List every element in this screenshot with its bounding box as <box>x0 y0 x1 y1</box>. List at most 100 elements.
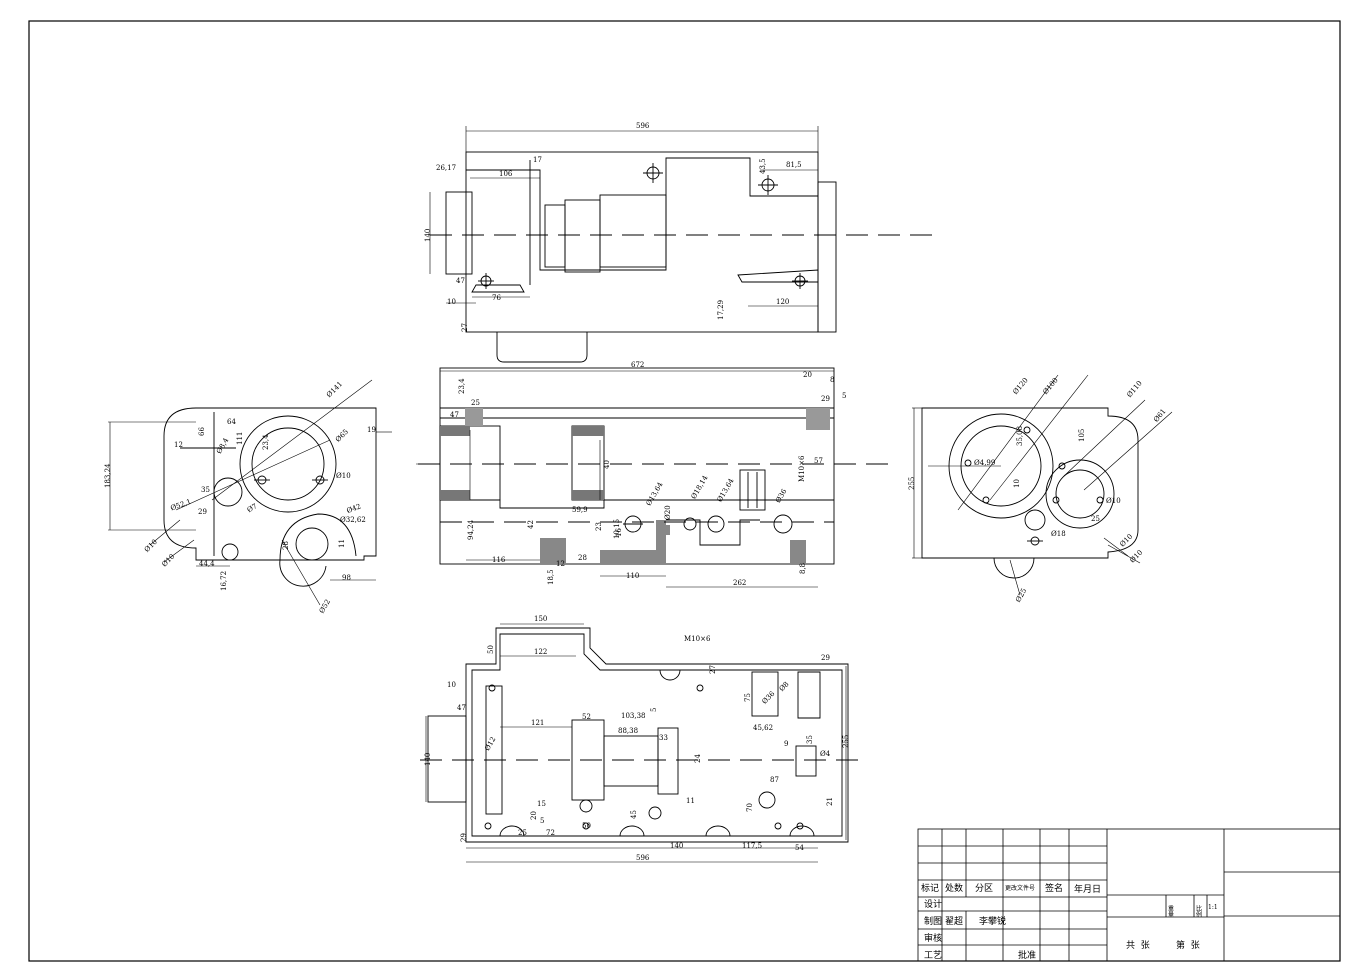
dim-label: 47 <box>450 411 459 419</box>
dim-label: 8,8 <box>799 563 807 574</box>
dim-label: 5 <box>540 817 544 825</box>
dim-label: 10 <box>1013 479 1021 488</box>
dim-label: 150 <box>534 615 547 623</box>
dim-label: Ø36 <box>774 487 789 504</box>
dim-label: 262 <box>733 579 746 587</box>
sheet-number: 第 张 <box>1176 939 1200 951</box>
dim-label: 35 <box>806 735 814 744</box>
dim-label: 23 <box>595 522 603 531</box>
front-view <box>418 367 890 588</box>
dim-label: 117,5 <box>742 842 762 850</box>
dim-label: 5 <box>650 708 658 712</box>
dim-label: Ø141 <box>325 380 344 399</box>
dim-label: 28 <box>282 541 290 550</box>
dim-label: Ø4,99 <box>974 459 995 467</box>
dim-label: 50 <box>582 822 591 830</box>
dim-label: Ø13,64 <box>645 480 665 507</box>
dim-label: 35 <box>201 486 210 494</box>
right-view-dimensions: Ø120 Ø100 Ø110 Ø61 35,08 105 Ø4,99 255 1… <box>908 376 1168 603</box>
dim-label: Ø52,1 <box>169 498 192 513</box>
row-draw-name: 翟超 <box>945 915 963 927</box>
drawing-border <box>28 20 1341 962</box>
dim-label: Ø18 <box>1051 530 1066 538</box>
header-count: 处数 <box>945 882 963 894</box>
dim-label: 42 <box>527 520 535 529</box>
dim-label: 140 <box>424 229 432 242</box>
dim-label: 27 <box>709 665 717 674</box>
dim-label: 10 <box>447 681 456 689</box>
row-draw-name2: 李攀锐 <box>979 915 1006 927</box>
dim-label: 29 <box>821 654 830 662</box>
dim-label: 12 <box>556 560 565 568</box>
dim-label: M10×6 <box>798 455 806 482</box>
dim-label: 50 <box>487 645 495 654</box>
dim-label: 16 <box>615 528 623 537</box>
dim-label: Ø25 <box>1014 587 1028 604</box>
dim-label: Ø10 <box>336 472 351 480</box>
dim-label: 120 <box>776 298 789 306</box>
dim-label: M10×6 <box>684 635 711 643</box>
dim-label: 122 <box>534 648 547 656</box>
header-date: 年月日 <box>1074 883 1101 895</box>
dim-label: 183,24 <box>104 463 112 488</box>
dim-label: Ø18,14 <box>690 474 710 501</box>
dim-label: 672 <box>631 361 644 369</box>
header-mark: 标记 <box>921 882 939 894</box>
dim-label: 12 <box>174 441 183 449</box>
row-draw-label: 制图 <box>924 915 942 927</box>
front-view-dimensions: 672 20 8 23,4 25 47 29 5 40 57 M10×6 Ø36… <box>450 361 846 587</box>
dim-label: 25 <box>1091 515 1100 523</box>
dim-label: 45 <box>630 810 638 819</box>
dim-label: 5 <box>842 392 846 400</box>
dim-label: 255 <box>842 735 850 748</box>
dim-label: Ø42 <box>346 502 363 515</box>
dim-label: 103,38 <box>621 712 646 720</box>
dim-label: 87 <box>770 776 779 784</box>
dim-label: 105 <box>1078 429 1086 442</box>
dim-label: 9 <box>784 740 788 748</box>
dim-label: 20 <box>530 811 538 820</box>
dim-label: Ø61 <box>1152 407 1168 423</box>
dim-label: 8 <box>830 376 834 384</box>
dim-label: 110 <box>626 572 639 580</box>
dim-label: 98 <box>342 574 351 582</box>
row-review-label: 审核 <box>924 932 942 944</box>
dim-label: Ø13,64 <box>716 477 736 504</box>
dim-label: 35,08 <box>1016 426 1024 446</box>
dim-label: 94,24 <box>467 519 475 540</box>
dim-label: 76 <box>492 294 501 302</box>
dim-label: 81,5 <box>786 161 802 169</box>
top-view-dimensions: 596 26,17 106 81,5 17 43,5 140 47 76 10 … <box>424 122 802 332</box>
dim-label: Ø12 <box>483 736 497 753</box>
dim-label: 57 <box>814 457 823 465</box>
dim-label: 25 <box>518 829 527 837</box>
dim-label: 121 <box>531 719 544 727</box>
dim-label: 21 <box>826 797 834 806</box>
dim-label: 33 <box>659 734 668 742</box>
dim-label: 116 <box>492 556 506 564</box>
dim-label: 596 <box>636 122 650 130</box>
dim-label: 52 <box>582 713 591 721</box>
dim-label: 26,17 <box>436 164 456 172</box>
dim-label: 44,4 <box>199 560 215 568</box>
dim-label: Ø36 <box>760 689 776 705</box>
dim-label: 23,4 <box>262 434 270 450</box>
top-view <box>429 126 940 363</box>
dim-label: 140 <box>670 842 683 850</box>
dim-label: 16,72 <box>220 571 228 591</box>
dim-label: Ø120 <box>1011 376 1029 396</box>
dim-label: 59,9 <box>572 506 588 514</box>
dim-label: 43,5 <box>759 158 767 174</box>
header-zone: 分区 <box>975 883 993 894</box>
dim-label: Ø20 <box>664 505 672 520</box>
dim-label: 72 <box>546 829 555 837</box>
dim-label: 10 <box>447 298 456 306</box>
dim-label: 54 <box>795 844 804 852</box>
dim-label: 17,29 <box>717 300 725 320</box>
dim-label: Ø10 <box>1128 548 1144 564</box>
weight-label: 重量 <box>1167 904 1174 918</box>
dim-label: 47 <box>457 704 466 712</box>
dim-label: 29 <box>460 833 468 842</box>
dim-label: 27 <box>461 323 469 332</box>
